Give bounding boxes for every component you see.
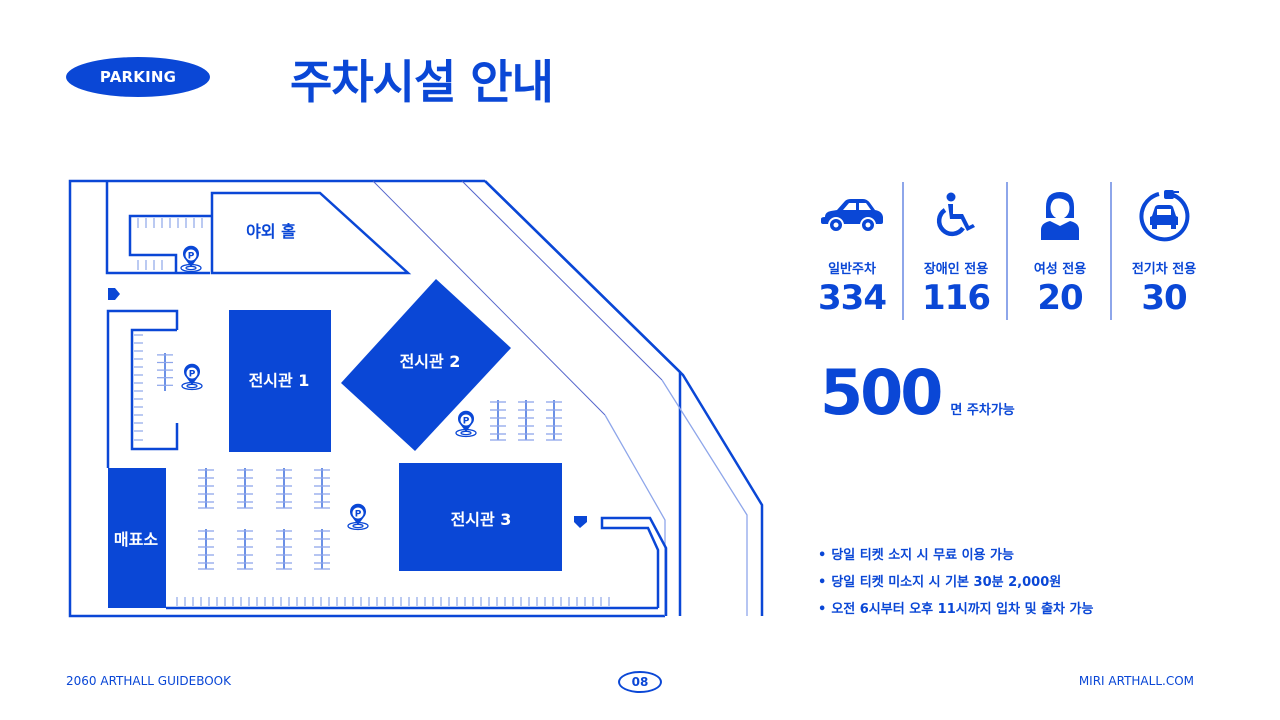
stat-label: 일반주차 — [828, 262, 876, 277]
total-value: 500 — [820, 356, 943, 429]
stat-value: 20 — [1037, 278, 1083, 318]
divider — [1006, 182, 1008, 320]
parking-notes: 당일 티켓 소지 시 무료 이용 가능 당일 티켓 미소지 시 기본 30분 2… — [818, 546, 1093, 627]
ticket-office-label: 매표소 — [113, 530, 159, 549]
footer-guidebook: 2060 ARTHALL GUIDEBOOK — [66, 674, 231, 688]
total-capacity: 500 면 주차가능 — [820, 360, 1015, 426]
map-drawing: P — [68, 179, 764, 618]
hall-2-label: 전시관 2 — [399, 352, 461, 371]
parking-badge-label: PARKING — [99, 68, 177, 86]
divider — [1110, 182, 1112, 320]
stat-disabled: 장애인 전용 116 — [904, 180, 1008, 320]
total-unit: 면 주차가능 — [950, 403, 1015, 418]
parking-badge: PARKING — [66, 57, 210, 97]
stat-women: 여성 전용 20 — [1008, 180, 1112, 320]
wheelchair-icon — [921, 190, 991, 240]
stat-value: 30 — [1141, 278, 1187, 318]
stat-label: 장애인 전용 — [923, 262, 989, 277]
car-icon — [817, 190, 887, 240]
hall-1-label: 전시관 1 — [248, 371, 310, 390]
page-title: 주차시설 안내 — [290, 55, 554, 109]
stat-value: 334 — [818, 278, 887, 318]
ev-charging-icon — [1129, 190, 1199, 242]
stat-label: 여성 전용 — [1033, 262, 1087, 277]
note-item: 오전 6시부터 오후 11시까지 입차 및 출차 가능 — [818, 600, 1093, 627]
footer-website[interactable]: MIRI ARTHALL.COM — [1078, 674, 1194, 688]
stat-ev: 전기차 전용 30 — [1112, 180, 1216, 320]
parking-map: P — [68, 179, 764, 618]
hall-3-label: 전시관 3 — [450, 510, 512, 529]
outdoor-hall-label: 야외 홀 — [246, 222, 296, 241]
divider — [902, 182, 904, 320]
woman-icon — [1025, 190, 1095, 240]
note-item: 당일 티켓 미소지 시 기본 30분 2,000원 — [818, 573, 1093, 600]
note-item: 당일 티켓 소지 시 무료 이용 가능 — [818, 546, 1093, 573]
page-number-text: 08 — [631, 675, 649, 689]
stat-value: 116 — [922, 278, 991, 318]
stat-general: 일반주차 334 — [800, 180, 904, 320]
page-number: 08 — [618, 671, 662, 693]
stat-label: 전기차 전용 — [1131, 262, 1197, 277]
parking-stats: 일반주차 334 장애인 전용 116 여성 전용 20 — [800, 180, 1220, 320]
